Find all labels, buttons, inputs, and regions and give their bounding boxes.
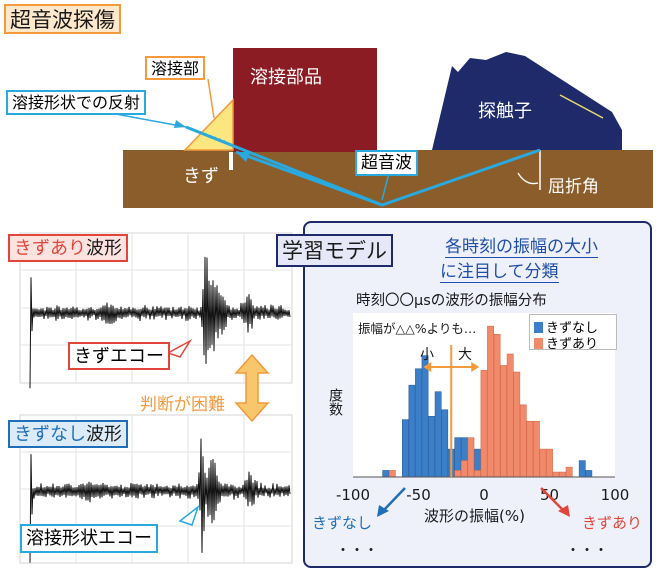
bar-noflaw--55 bbox=[408, 384, 416, 478]
bar-noflaw--40 bbox=[428, 416, 435, 478]
model-note-line1: 各時刻の振幅の大小 bbox=[445, 232, 598, 258]
bar-flaw-50 bbox=[546, 448, 553, 478]
bar-flaw-15 bbox=[500, 365, 508, 478]
bar-flaw-55 bbox=[552, 471, 560, 478]
shape-echo-callout: 溶接形状エコー bbox=[20, 524, 158, 553]
bar-flaw--15 bbox=[460, 460, 468, 478]
bar-noflaw-80 bbox=[585, 470, 593, 478]
legend-swatch-flaw bbox=[534, 338, 543, 349]
x-tick-label: 0 bbox=[479, 486, 489, 504]
shape-echo-callout-tail bbox=[178, 504, 200, 526]
ultrasound-beam-to-flaw bbox=[235, 150, 383, 207]
noflaw-title-colored: きずなし bbox=[14, 424, 86, 445]
weld-label: 溶接部 bbox=[145, 56, 206, 80]
reflection-pointer-head bbox=[174, 120, 186, 128]
flaw-echo-callout-tail bbox=[166, 338, 193, 358]
histogram-legend: きずなし きずあり bbox=[529, 314, 617, 352]
legend-item-flaw: きずあり bbox=[534, 333, 598, 352]
weld-bead bbox=[183, 98, 234, 151]
arrow-left-head bbox=[377, 505, 389, 517]
difficulty-double-arrow bbox=[234, 353, 270, 423]
noflaw-waveform-title: きずなし波形 bbox=[8, 420, 128, 448]
bar-flaw-35 bbox=[526, 420, 534, 478]
weld-part-label: 溶接部品 bbox=[250, 67, 322, 88]
bar-noflaw--60 bbox=[402, 419, 409, 478]
bar-noflaw--30 bbox=[441, 409, 449, 478]
histogram-inner-note: 振幅が△△%よりも… bbox=[358, 321, 477, 336]
refraction-arc bbox=[517, 172, 539, 185]
legend-item-noflaw: きずなし bbox=[534, 317, 598, 336]
flaw-waveform-title: きずあり波形 bbox=[8, 234, 128, 262]
bar-flaw-30 bbox=[519, 404, 527, 478]
reflection-label: 溶接形状での反射 bbox=[6, 90, 147, 115]
bar-noflaw-75 bbox=[578, 460, 586, 478]
bottom-label-noflaw: きずなし bbox=[312, 514, 373, 532]
bar-flaw-5 bbox=[487, 325, 494, 478]
arrow-left-diagonal bbox=[382, 487, 406, 512]
threshold-arrow-left-head bbox=[423, 362, 432, 372]
x-tick-label: -100 bbox=[336, 486, 370, 504]
bar-flaw-10 bbox=[493, 334, 501, 478]
flaw-title-suffix: 波形 bbox=[86, 238, 122, 259]
arrow-right-diagonal bbox=[540, 487, 565, 512]
x-tick-label: -50 bbox=[406, 486, 431, 504]
bar-flaw--20 bbox=[454, 470, 462, 478]
legend-label-flaw: きずあり bbox=[546, 337, 599, 352]
bottom-label-flaw: きずあり bbox=[582, 514, 643, 532]
learning-model-title: 学習モデル bbox=[276, 234, 393, 267]
ellipsis-left: ・・・ bbox=[336, 543, 378, 559]
beam-arrowhead bbox=[236, 152, 250, 162]
legend-swatch-noflaw bbox=[534, 322, 543, 333]
ellipsis-right: ・・・ bbox=[566, 543, 608, 559]
bar-noflaw--45 bbox=[421, 355, 429, 478]
weld-pointer bbox=[207, 78, 215, 119]
bar-flaw-65 bbox=[565, 466, 573, 478]
noflaw-waveform-trace bbox=[29, 438, 291, 563]
bar-flaw-45 bbox=[539, 448, 547, 478]
threshold-large-label: 大 bbox=[458, 347, 472, 363]
bar-noflaw--35 bbox=[434, 391, 442, 478]
bar-noflaw--75 bbox=[382, 470, 390, 478]
refraction-angle-label: 屈折角 bbox=[548, 177, 599, 197]
bar-flaw-20 bbox=[506, 353, 514, 478]
x-tick-label: 100 bbox=[601, 486, 630, 504]
bar-noflaw--50 bbox=[415, 368, 422, 478]
threshold-small-label: 小 bbox=[420, 347, 434, 363]
bar-flaw-0 bbox=[480, 370, 488, 478]
noflaw-title-suffix: 波形 bbox=[86, 424, 122, 445]
section-title-ultrasonic-testing: 超音波探傷 bbox=[4, 4, 121, 34]
ultrasound-label: 超音波 bbox=[355, 150, 418, 176]
bar-flaw-60 bbox=[559, 471, 566, 478]
probe-element-line bbox=[559, 94, 604, 119]
bar-flaw-25 bbox=[513, 371, 521, 478]
flaw-mark bbox=[229, 152, 233, 170]
probe-label: 探触子 bbox=[478, 101, 532, 122]
probe-shape bbox=[432, 52, 622, 150]
threshold-arrow-right-head bbox=[471, 362, 480, 372]
histogram-ylabel: 度数 bbox=[327, 388, 343, 416]
flaw-title-colored: きずあり bbox=[14, 238, 86, 259]
bar-flaw--10 bbox=[467, 437, 475, 478]
difficulty-label: 判断が困難 bbox=[140, 395, 225, 415]
bar-flaw--5 bbox=[474, 470, 481, 478]
bar-flaw-40 bbox=[533, 420, 540, 478]
bar-flaw--70 bbox=[388, 470, 396, 478]
welded-part-block bbox=[233, 48, 377, 152]
histogram-title: 時刻〇〇µsの波形の振幅分布 bbox=[356, 293, 547, 309]
legend-label-noflaw: きずなし bbox=[546, 321, 599, 336]
arrow-right-head bbox=[558, 505, 570, 517]
flaw-label: きず bbox=[183, 166, 219, 187]
histogram-xlabel: 波形の振幅(%) bbox=[424, 507, 525, 525]
flaw-waveform-trace bbox=[29, 256, 291, 389]
model-note-line2: に注目して分類 bbox=[440, 257, 559, 283]
flaw-echo-callout: きずエコー bbox=[68, 342, 170, 370]
